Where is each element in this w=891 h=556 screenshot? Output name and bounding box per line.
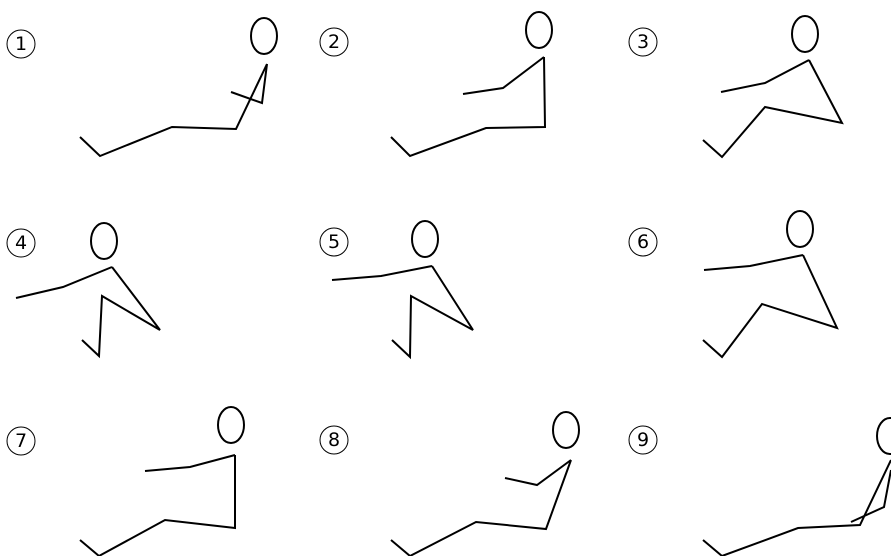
body-legs-torso [703,60,842,157]
body-legs-torso [391,57,545,156]
head [251,18,277,54]
stick-figure [391,412,579,556]
body-legs-torso [392,266,473,357]
panel-5: 5 [320,221,473,357]
panel-number-label: 5 [328,231,340,253]
panel-number-badge: 4 [7,229,35,257]
panel-7: 7 [7,407,244,556]
body-legs-torso [80,64,267,156]
panel-3: 3 [629,16,842,157]
panel-8: 8 [320,412,579,556]
arms [231,64,267,103]
arms [332,266,432,280]
panel-number-badge: 1 [7,30,35,58]
head [787,211,813,247]
body-legs-torso [391,460,571,556]
head [526,12,552,48]
panel-number-badge: 5 [320,228,348,256]
stick-figure [703,211,837,357]
panel-number-badge: 3 [629,28,657,56]
panel-number-label: 8 [328,429,340,451]
panel-number-badge: 9 [629,426,657,454]
panel-number-badge: 6 [629,228,657,256]
body-legs-torso [703,255,837,357]
panel-6: 6 [629,211,837,357]
panel-number-label: 9 [637,429,649,451]
panel-2: 2 [320,12,552,156]
body-legs-torso [82,267,160,356]
stick-figure [703,16,842,157]
arms [721,60,809,92]
panel-9: 9 [629,418,891,556]
head [877,418,891,454]
stick-figure [391,12,552,156]
panel-number-label: 3 [637,31,649,53]
stick-figure [332,221,473,357]
panel-number-label: 6 [637,231,649,253]
panel-number-label: 4 [15,232,27,254]
panel-number-label: 7 [15,430,27,452]
stick-figure [80,18,277,156]
panel-number-badge: 8 [320,426,348,454]
panel-1: 1 [7,18,277,156]
arms [704,255,803,270]
panel-4: 4 [7,223,160,356]
stick-figure [703,418,891,556]
arms [851,470,891,522]
head [553,412,579,448]
panel-number-badge: 7 [7,427,35,455]
head [412,221,438,257]
arms [16,267,112,298]
body-legs-torso [703,460,891,556]
arms [463,57,544,94]
head [218,407,244,443]
panel-number-label: 1 [15,33,27,55]
stick-figure [80,407,244,556]
head [792,16,818,52]
arms [145,455,235,471]
panel-number-badge: 2 [320,28,348,56]
panel-number-label: 2 [328,31,340,53]
head [91,223,117,259]
stick-figure [16,223,160,356]
arms [505,460,571,485]
